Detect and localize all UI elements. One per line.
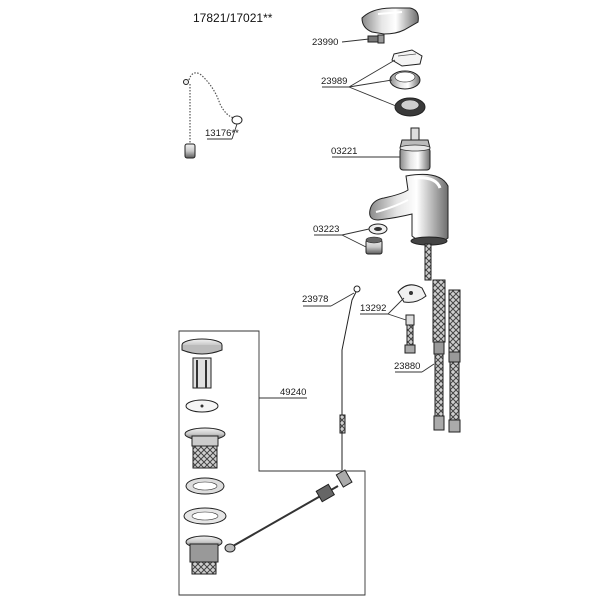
leader-23989-a bbox=[348, 59, 396, 88]
leader-13292-a bbox=[387, 297, 405, 315]
drain-set-frame bbox=[178, 330, 366, 596]
part-label-23978: 23978 bbox=[302, 294, 328, 305]
aerator-washer-part bbox=[368, 223, 388, 235]
leader-13292-b bbox=[387, 313, 407, 321]
part-label-03223: 03223 bbox=[313, 224, 339, 235]
set-screw-part bbox=[367, 34, 385, 44]
drain-gasket-lower bbox=[183, 507, 227, 525]
flexible-hose-right bbox=[448, 289, 461, 433]
drain-plug-cap bbox=[181, 338, 223, 355]
part-label-23990: 23990 bbox=[312, 37, 338, 48]
part-label-23880: 23880 bbox=[394, 361, 420, 372]
leader-23990 bbox=[341, 38, 370, 43]
leader-13176 bbox=[231, 123, 238, 140]
leader-23989-c bbox=[348, 86, 397, 107]
leader-03223-b bbox=[341, 234, 367, 248]
part-label-13292: 13292 bbox=[360, 303, 386, 314]
leader-23978 bbox=[330, 292, 355, 307]
drain-body bbox=[185, 535, 223, 575]
pivot-rod bbox=[224, 469, 353, 553]
leader-03223-a bbox=[341, 228, 370, 236]
drain-flange bbox=[184, 427, 226, 469]
part-label-23989: 23989 bbox=[321, 76, 347, 87]
model-number-title: 17821/17021** bbox=[193, 11, 273, 25]
cartridge-part bbox=[399, 127, 431, 171]
nut-ring-part bbox=[394, 97, 426, 117]
lever-handle bbox=[361, 7, 419, 35]
part-label-03221: 03221 bbox=[331, 146, 357, 157]
part-label-49240: 49240 bbox=[280, 387, 306, 398]
drain-gasket-upper bbox=[185, 477, 225, 495]
drain-plug-stem bbox=[192, 357, 212, 389]
mounting-bracket-part bbox=[397, 284, 427, 303]
cover-ring-part bbox=[389, 70, 421, 90]
pull-chain-part bbox=[183, 72, 243, 159]
leader-23989-b bbox=[348, 79, 393, 88]
leader-23880 bbox=[421, 363, 435, 373]
lift-rod-part bbox=[339, 285, 361, 470]
drain-washer bbox=[185, 399, 219, 413]
aerator-part bbox=[365, 236, 383, 255]
mounting-bolt-part bbox=[404, 314, 416, 354]
adapter-part bbox=[391, 49, 423, 67]
faucet-body bbox=[369, 173, 449, 246]
mounting-stud bbox=[424, 243, 432, 281]
flexible-hose-left bbox=[432, 279, 446, 431]
part-label-13176: 13176** bbox=[205, 128, 239, 139]
